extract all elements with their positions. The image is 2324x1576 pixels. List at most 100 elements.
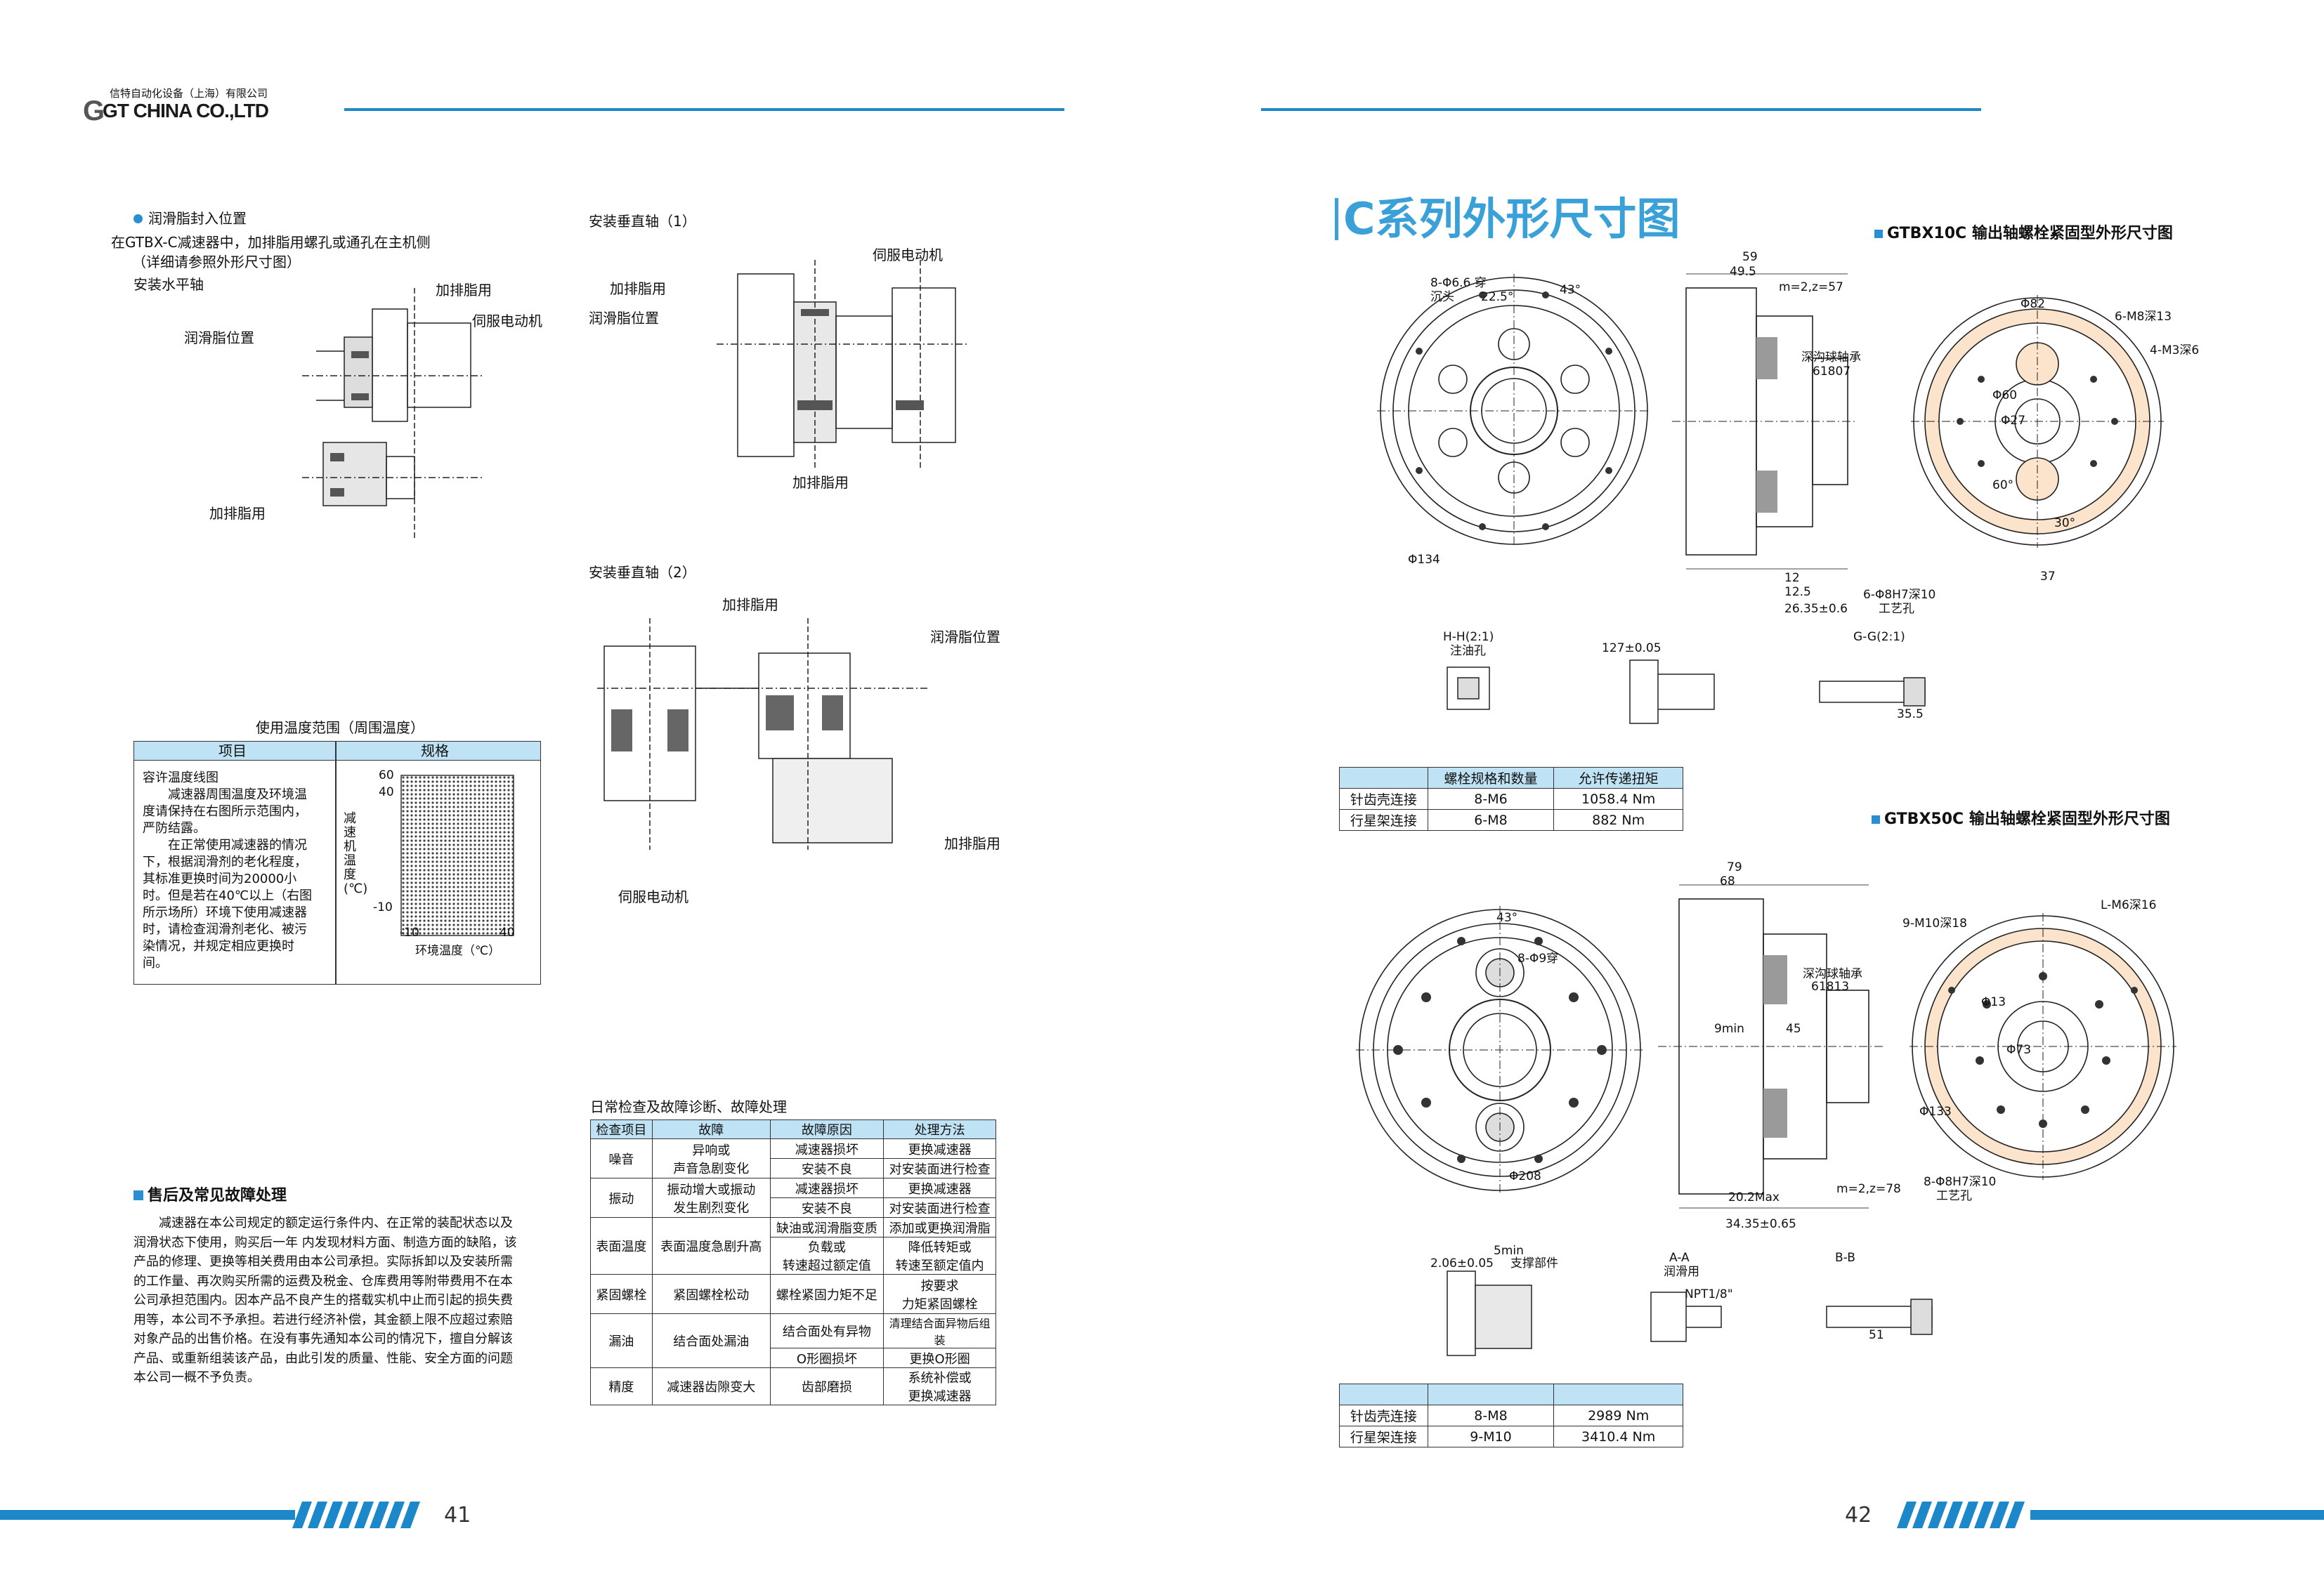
dim-phi27: Φ27 — [2001, 414, 2026, 428]
horizontal-title: 安装水平轴 — [133, 276, 204, 293]
dim-60deg: 60° — [1992, 478, 2014, 492]
dim-oil-hole: 注油孔 — [1450, 644, 1486, 658]
diag-fault: 减速器齿隙变大 — [651, 1367, 771, 1405]
temp-col-divider — [335, 742, 337, 984]
diag-fix: 对安装面进行检查 — [883, 1158, 996, 1178]
grease-line2: （详细请参照外形尺寸图） — [132, 254, 301, 270]
diag-fault: 结合面处漏油 — [651, 1313, 771, 1368]
square-bullet-icon — [1872, 815, 1880, 824]
temp-caption: 使用温度范围（周围温度） — [256, 719, 424, 736]
diag-fault: 异响或 声音急剧变化 — [651, 1138, 771, 1178]
gtbx10-heading: GTBX10C 输出轴螺栓紧固型外形尺寸图 — [1874, 221, 2173, 243]
diag-fault: 紧固螺栓松动 — [651, 1274, 771, 1314]
gtbx50-bolt-table: 针齿壳连接 8-M8 2989 Nm 行星架连接 9-M10 3410.4 Nm — [1339, 1384, 1683, 1447]
dim-phi82: Φ82 — [2021, 297, 2046, 311]
diag-caption: 日常检查及故障诊断、故障处理 — [590, 1098, 787, 1115]
diag-fault: 表面温度急剧升高 — [651, 1217, 771, 1275]
dim-12-5: 12.5 — [1784, 585, 1811, 599]
dim-l-m6: L-M6深16 — [2101, 898, 2157, 912]
dim-gg: G-G(2:1) — [1853, 630, 1905, 644]
service-heading: 售后及常见故障处理 — [133, 1183, 287, 1205]
v1-label-grease-pos: 润滑脂位置 — [589, 310, 659, 327]
v2-label-drain-top: 加排脂用 — [722, 596, 778, 613]
diag-fix: 降低转矩或 转速至额定值内 — [883, 1237, 996, 1275]
bolt-row-label: 针齿壳连接 — [1339, 788, 1428, 810]
v1-label-motor: 伺服电动机 — [873, 247, 943, 263]
dim-34-35: 34.35±0.65 — [1725, 1217, 1796, 1231]
bolt-row-spec: 6-M8 — [1427, 809, 1555, 831]
diag-item: 紧固螺栓 — [590, 1274, 653, 1314]
diag-cause: 减速器损坏 — [769, 1138, 884, 1159]
dim-4-m3: 4-M3深6 — [2150, 343, 2200, 357]
temp-col-spec: 规格 — [421, 742, 449, 759]
vertical1-diagram — [717, 260, 970, 471]
temp-col-item: 项目 — [218, 742, 247, 759]
header-rule-right — [1261, 108, 1981, 111]
company-name-cn: 信特自动化设备（上海）有限公司 — [110, 87, 268, 100]
dim-35-5: 35.5 — [1897, 707, 1924, 721]
diag-fix: 添加或更换润滑脂 — [883, 1217, 996, 1237]
dim-bearing-50: 深沟球轴承 — [1803, 967, 1862, 981]
horizontal-mount-diagram — [302, 288, 485, 541]
bolt-h-torque — [1553, 1384, 1683, 1405]
y-tick-40: 40 — [379, 785, 394, 799]
page-number-left: 41 — [444, 1503, 471, 1528]
footer-stripe-right — [1897, 1502, 2324, 1528]
v2-label-grease-pos: 润滑脂位置 — [930, 629, 1000, 645]
grease-line1: 在GTBX-C减速器中，加排脂用螺孔或通孔在主机侧 — [111, 234, 431, 251]
dim-phi60: Φ60 — [1992, 388, 2018, 402]
v1-label-drain-bottom: 加排脂用 — [792, 474, 849, 491]
dim-127: 127±0.05 — [1602, 641, 1662, 655]
gtbx10-front-view — [1377, 274, 1651, 548]
bolt-row-spec: 9-M10 — [1427, 1426, 1555, 1447]
temp-range-area — [400, 775, 514, 936]
diag-fix: 按要求 力矩紧固螺栓 — [883, 1274, 996, 1314]
grease-heading: 润滑脂封入位置 — [133, 209, 247, 228]
label-drain-2: 加排脂用 — [209, 505, 266, 522]
v2-label-motor: 伺服电动机 — [618, 888, 688, 905]
dim-5min: 5min — [1494, 1244, 1524, 1258]
dim-bearing-no: 61807 — [1813, 365, 1851, 379]
diag-cause: 安装不良 — [769, 1197, 884, 1218]
dim-8-holes: 8-Φ6.6 穿 — [1430, 276, 1487, 290]
diag-fix: 更换O形圈 — [883, 1348, 996, 1368]
diag-fault: 振动增大或振动 发生剧烈变化 — [651, 1178, 771, 1218]
dim-bearing-no-50: 61813 — [1811, 980, 1850, 994]
vertical2-title: 安装垂直轴（2） — [589, 564, 696, 581]
dim-22-5deg: 22.5° — [1481, 290, 1514, 304]
bolt-h-blank — [1339, 767, 1428, 789]
diag-item: 漏油 — [590, 1313, 653, 1368]
temp-table-header — [134, 742, 540, 761]
dim-phi73: Φ73 — [2006, 1043, 2032, 1057]
dim-phi133: Φ133 — [1919, 1105, 1952, 1119]
dim-npt: NPT1/8" — [1685, 1287, 1733, 1301]
dim-phi208: Φ208 — [1509, 1169, 1541, 1183]
diag-item: 精度 — [590, 1367, 653, 1405]
dim-45: 45 — [1786, 1022, 1801, 1036]
diag-fix: 更换减速器 — [883, 1178, 996, 1198]
gtbx50-detail-views — [1447, 1270, 1933, 1356]
dim-12: 12 — [1784, 571, 1800, 585]
service-body: 减速器在本公司规定的额定运行条件内、在正常的装配状态以及 润滑状态下使用，购买后… — [133, 1216, 517, 1385]
dim-9-m10: 9-M10深18 — [1902, 917, 1967, 931]
page-number-right: 42 — [1845, 1503, 1872, 1528]
dim-phi134: Φ134 — [1408, 553, 1440, 567]
temp-xlabel: 环境温度（℃） — [415, 944, 501, 958]
bolt-h-spec: 螺栓规格和数量 — [1427, 767, 1555, 789]
bolt-h-torque: 允许传递扭矩 — [1553, 767, 1683, 789]
diag-cause: 结合面处有异物 — [769, 1313, 884, 1348]
diag-fix: 系统补偿或 更换减速器 — [883, 1367, 996, 1405]
square-bullet-icon — [133, 1190, 143, 1200]
diag-h-cause: 故障原因 — [769, 1119, 884, 1139]
logo: 信特自动化设备（上海）有限公司 G GT CHINA CO.,LTD — [83, 83, 294, 126]
dim-countersink: 沉头 — [1430, 290, 1454, 304]
dim-process-hole: 工艺孔 — [1879, 602, 1914, 616]
diag-cause: O形圈损坏 — [769, 1348, 884, 1368]
gtbx10-detail-views — [1447, 659, 1926, 724]
gtbx10-rear-view — [1911, 295, 2164, 548]
bolt-row-torque: 1058.4 Nm — [1553, 788, 1683, 810]
dim-phi13: Φ13 — [1981, 995, 2006, 1009]
dim-module: m=2,z=57 — [1779, 280, 1843, 294]
v2-label-drain-right: 加排脂用 — [944, 835, 1000, 852]
temp-item-text: 容许温度线图 减速器周围温度及环境温 度请保持在右图所示范围内， 严防结露。 在… — [143, 770, 313, 971]
